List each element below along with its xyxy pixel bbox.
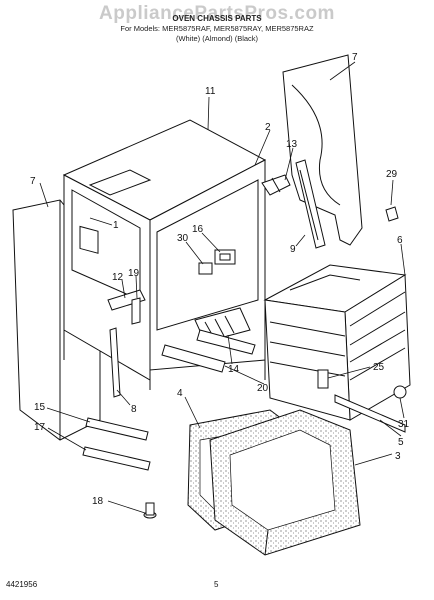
part-rail-15 (85, 417, 149, 441)
label-7-left: 7 (30, 176, 36, 187)
label-20: 20 (257, 383, 269, 394)
label-8: 8 (131, 404, 137, 415)
leader-lines (39, 61, 406, 514)
label-12: 12 (112, 272, 124, 283)
label-6: 6 (397, 235, 403, 246)
part-rail-17 (82, 446, 151, 471)
label-19: 19 (128, 268, 140, 279)
watermark: AppliancePartsPros.com (99, 3, 335, 24)
model-list: For Models: MER5875RAF, MER5875RAY, MER5… (120, 24, 314, 33)
part-rod-9 (295, 159, 326, 249)
label-2: 2 (265, 122, 271, 133)
part-foot-18 (143, 502, 157, 519)
label-9: 9 (290, 244, 296, 255)
label-3: 3 (395, 451, 401, 462)
label-25: 25 (373, 362, 385, 373)
part-bar-8 (109, 327, 121, 398)
part-knob-29 (385, 206, 399, 222)
label-18: 18 (92, 496, 104, 507)
part-insulation-3 (209, 409, 361, 556)
part-right-side-panel (282, 54, 363, 246)
part-component-16 (214, 249, 236, 265)
label-7-right: 7 (352, 52, 358, 63)
label-31: 31 (398, 419, 410, 430)
part-bracket-13 (261, 174, 291, 196)
part-labels: 11 7 2 13 29 7 1 16 30 9 6 12 19 14 25 2… (30, 52, 410, 507)
label-16: 16 (192, 224, 204, 235)
label-30: 30 (177, 233, 189, 244)
part-channel-5 (334, 394, 406, 433)
doc-number: 4421956 (6, 580, 38, 589)
part-strip-12 (107, 289, 146, 311)
part-component-30 (198, 262, 213, 275)
part-rail-20 (161, 329, 256, 373)
part-strip-19 (131, 297, 141, 325)
label-17: 17 (34, 422, 46, 433)
part-element-25 (317, 369, 329, 389)
label-15: 15 (34, 402, 46, 413)
diagram-title: OVEN CHASSIS PARTS (172, 14, 262, 23)
page-number: 5 (214, 580, 219, 589)
label-29: 29 (386, 169, 398, 180)
label-13: 13 (286, 139, 298, 150)
label-5: 5 (398, 437, 404, 448)
label-1: 1 (113, 220, 119, 231)
label-14: 14 (228, 364, 240, 375)
color-list: (White) (Almond) (Black) (175, 34, 259, 43)
part-oven-cavity-6 (263, 264, 411, 421)
label-11: 11 (205, 86, 216, 97)
label-4: 4 (177, 388, 183, 399)
part-round-31 (393, 385, 407, 399)
